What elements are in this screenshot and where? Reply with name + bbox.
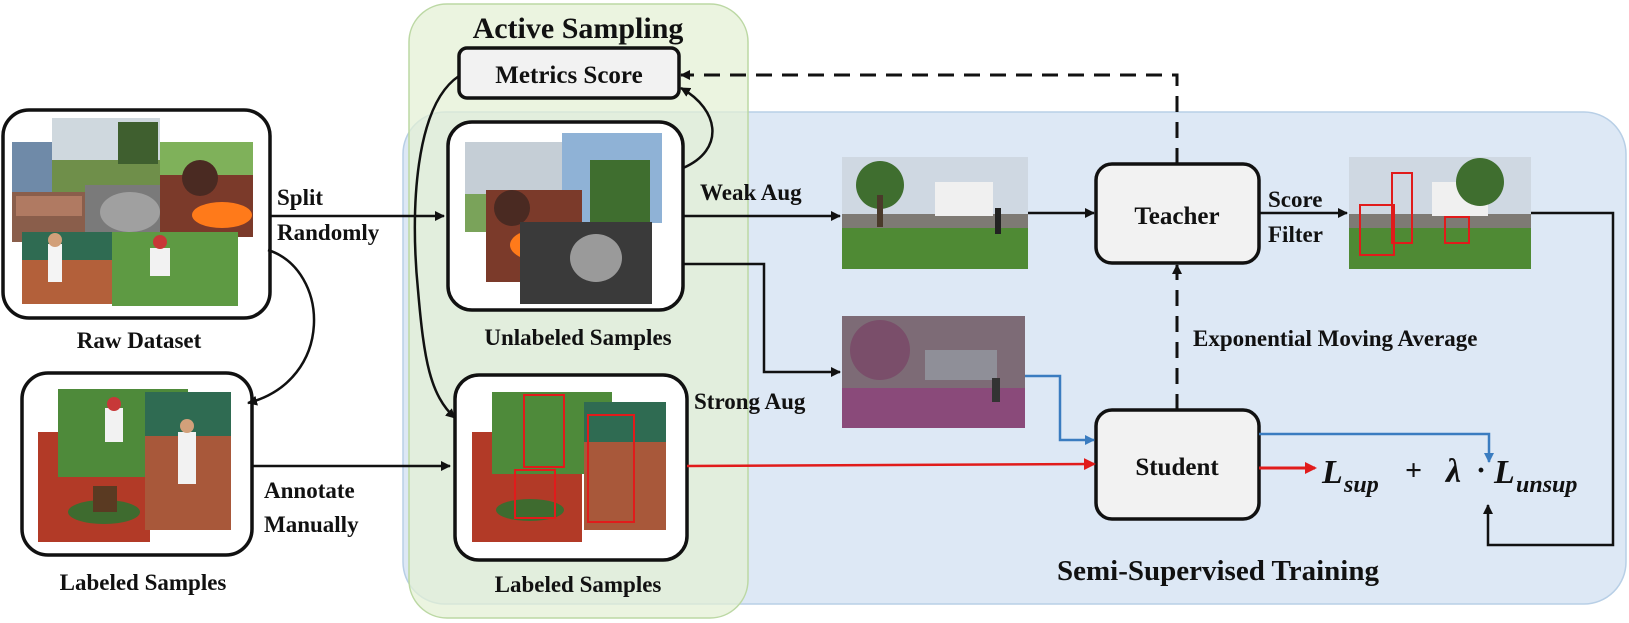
- student-label: Student: [1135, 454, 1219, 481]
- strong-aug-arrow: [683, 262, 841, 377]
- unlabeled-samples-caption: Unlabeled Samples: [484, 325, 671, 350]
- student-to-unsup-arrow: [1259, 432, 1494, 463]
- randomly-label: Randomly: [277, 220, 380, 245]
- weak-aug-image: [842, 157, 1028, 269]
- labeled-samples-left-collage: [20, 371, 254, 557]
- active-sampling-title: Active Sampling: [473, 12, 684, 45]
- loss-formula: L sup + λ · L unsup: [1321, 453, 1577, 498]
- metrics-score-label: Metrics Score: [495, 62, 642, 89]
- annotate-label: Annotate: [264, 478, 355, 503]
- dot-symbol: ·: [1476, 454, 1486, 487]
- raw-dataset-collage: [1, 108, 272, 320]
- l-unsup-subscript: unsup: [1516, 472, 1577, 498]
- l-sup-subscript: sup: [1343, 472, 1379, 498]
- plus-symbol: +: [1405, 454, 1422, 487]
- semi-supervised-title: Semi-Supervised Training: [1057, 555, 1380, 587]
- raw-dataset-caption: Raw Dataset: [77, 328, 202, 353]
- strong-image-to-student-arrow: [1025, 374, 1095, 445]
- labeled-samples-mid-caption: Labeled Samples: [495, 572, 662, 597]
- strong-aug-image: [842, 316, 1025, 428]
- pseudo-label-to-loss-arrow: [1483, 211, 1615, 547]
- labeled-samples-mid-collage: [453, 373, 689, 562]
- split-label: Split: [277, 185, 323, 210]
- lambda-symbol: λ: [1444, 453, 1461, 490]
- filter-label: Filter: [1268, 222, 1323, 247]
- teacher-to-metrics-dashed-arrow: [680, 70, 1179, 164]
- pseudo-labeled-image: [1349, 157, 1531, 269]
- weak-aug-label: Weak Aug: [700, 180, 802, 205]
- l-sup-symbol: L: [1321, 454, 1343, 491]
- manually-label: Manually: [264, 512, 359, 537]
- labeled-samples-left-caption: Labeled Samples: [60, 570, 227, 595]
- raw-to-labeled-arrow: [247, 248, 316, 406]
- score-label: Score: [1268, 187, 1323, 212]
- ema-label: Exponential Moving Average: [1193, 326, 1478, 351]
- l-unsup-symbol: L: [1493, 454, 1515, 491]
- metrics-to-labeled-arrow: [413, 74, 460, 419]
- unlabeled-samples-collage: [446, 120, 685, 312]
- metrics-score-box: [457, 46, 681, 100]
- teacher-label: Teacher: [1134, 203, 1219, 230]
- strong-aug-label: Strong Aug: [694, 389, 806, 414]
- unlabeled-to-metrics-arrow: [680, 86, 714, 170]
- labeled-to-student-arrow: [686, 458, 1096, 471]
